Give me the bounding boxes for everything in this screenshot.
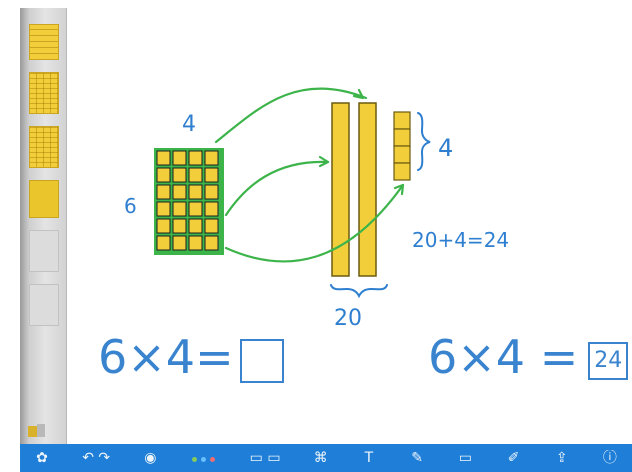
tile-tray[interactable]: [20, 8, 67, 444]
equation-right-text: 6×4 =: [428, 330, 579, 384]
color-dots-icon[interactable]: [190, 444, 217, 472]
tray-strip-tile[interactable]: [29, 24, 59, 60]
equation-right: 6×4 =24: [428, 330, 629, 384]
array-6x4[interactable]: [154, 148, 224, 255]
array-unit-tile: [204, 150, 219, 166]
array-unit-tile: [156, 150, 171, 166]
array-unit-tile: [172, 150, 187, 166]
eye-icon[interactable]: ◉: [144, 450, 157, 466]
array-unit-tile: [188, 235, 203, 251]
tray-blank-tile[interactable]: [29, 230, 59, 272]
arrange-icon[interactable]: ⌘: [313, 450, 328, 466]
hand-braces: [330, 112, 431, 299]
array-unit-tile: [172, 201, 187, 217]
array-unit-tile: [172, 184, 187, 200]
array-unit-tile: [188, 201, 203, 217]
eraser-icon[interactable]: ▭: [458, 450, 472, 466]
array-unit-tile: [188, 167, 203, 183]
array-unit-tile: [204, 184, 219, 200]
array-unit-tile: [188, 184, 203, 200]
array-unit-tile: [156, 201, 171, 217]
pen-icon[interactable]: ✎: [411, 450, 423, 466]
info-icon[interactable]: ⓘ: [602, 450, 617, 466]
drawing-canvas[interactable]: 4 6 4 20 20+4=24 6×4= 6×4 =24: [66, 0, 632, 444]
array-unit-tile: [156, 235, 171, 251]
equation-left-text: 6×4=: [98, 330, 234, 384]
equation-left: 6×4=: [98, 330, 284, 384]
tray-corner-tiles-icon: [28, 424, 46, 438]
shape-icon[interactable]: ▭ ▭: [249, 450, 281, 466]
array-unit-tile: [204, 218, 219, 234]
settings-icon[interactable]: ✿: [36, 450, 48, 466]
tens-label: 20: [334, 306, 362, 331]
tray-hundred-grid[interactable]: [29, 72, 59, 114]
array-unit-tile: [204, 201, 219, 217]
array-unit-tile: [172, 235, 187, 251]
sum-note: 20+4=24: [412, 228, 510, 252]
green-arrows: [214, 87, 405, 263]
array-unit-tile: [204, 167, 219, 183]
rows-label: 6: [124, 194, 137, 218]
undo-redo-icon[interactable]: ↶ ↷: [82, 450, 111, 466]
ones-label: 4: [438, 134, 454, 162]
array-unit-tile: [156, 218, 171, 234]
text-icon[interactable]: T: [364, 450, 374, 466]
cols-label: 4: [182, 112, 196, 137]
answer-box-empty[interactable]: [239, 338, 284, 383]
tens-rods[interactable]: [331, 102, 377, 277]
ones-column[interactable]: [393, 111, 411, 181]
array-unit-tile: [204, 235, 219, 251]
array-unit-tile: [172, 167, 187, 183]
answer-box-filled[interactable]: 24: [588, 341, 629, 380]
marker-icon[interactable]: ✐: [507, 450, 520, 466]
array-unit-tile: [172, 218, 187, 234]
array-unit-tile: [156, 167, 171, 183]
array-unit-tile: [188, 150, 203, 166]
tray-tens-grid[interactable]: [29, 126, 59, 168]
share-icon[interactable]: ⇪: [555, 450, 568, 466]
array-unit-tile: [188, 218, 203, 234]
tray-blank-tile[interactable]: [29, 284, 59, 326]
canvas-drawing: [154, 87, 431, 299]
tray-unit-tile[interactable]: [29, 180, 59, 218]
array-unit-tile: [156, 184, 171, 200]
bottom-toolbar: ✿ ↶ ↷ ◉ ▭ ▭ ⌘ T ✎ ▭ ✐ ⇪ ⓘ: [20, 444, 632, 472]
